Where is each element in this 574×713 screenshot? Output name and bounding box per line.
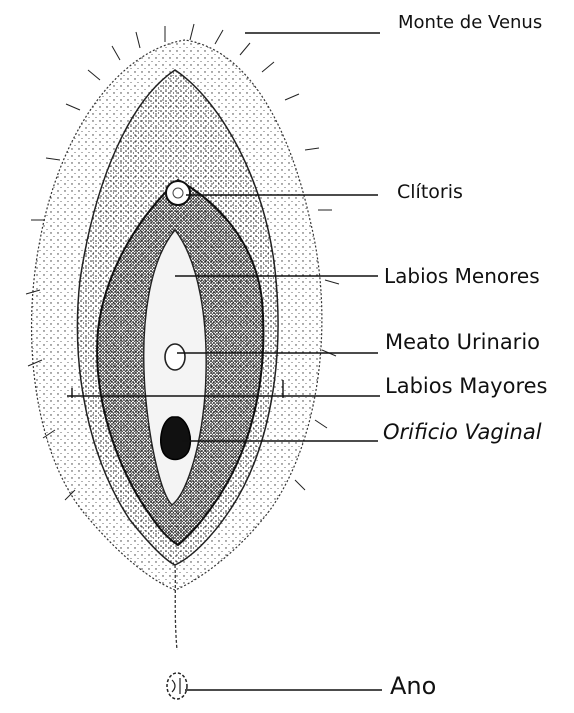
label-clitoris: Clítoris bbox=[397, 181, 463, 203]
label-ano: Ano bbox=[390, 672, 436, 700]
label-labios-menores: Labios Menores bbox=[384, 264, 540, 288]
label-monte-de-venus: Monte de Venus bbox=[398, 12, 542, 33]
clitoris-shape bbox=[166, 181, 190, 205]
label-meato-urinario: Meato Urinario bbox=[385, 330, 540, 354]
label-labios-mayores: Labios Mayores bbox=[385, 374, 548, 398]
anus-shape bbox=[167, 673, 187, 699]
urinary-meatus-shape bbox=[165, 344, 185, 370]
label-orificio-vaginal: Orificio Vaginal bbox=[383, 420, 542, 444]
vaginal-orifice-shape bbox=[161, 417, 191, 460]
